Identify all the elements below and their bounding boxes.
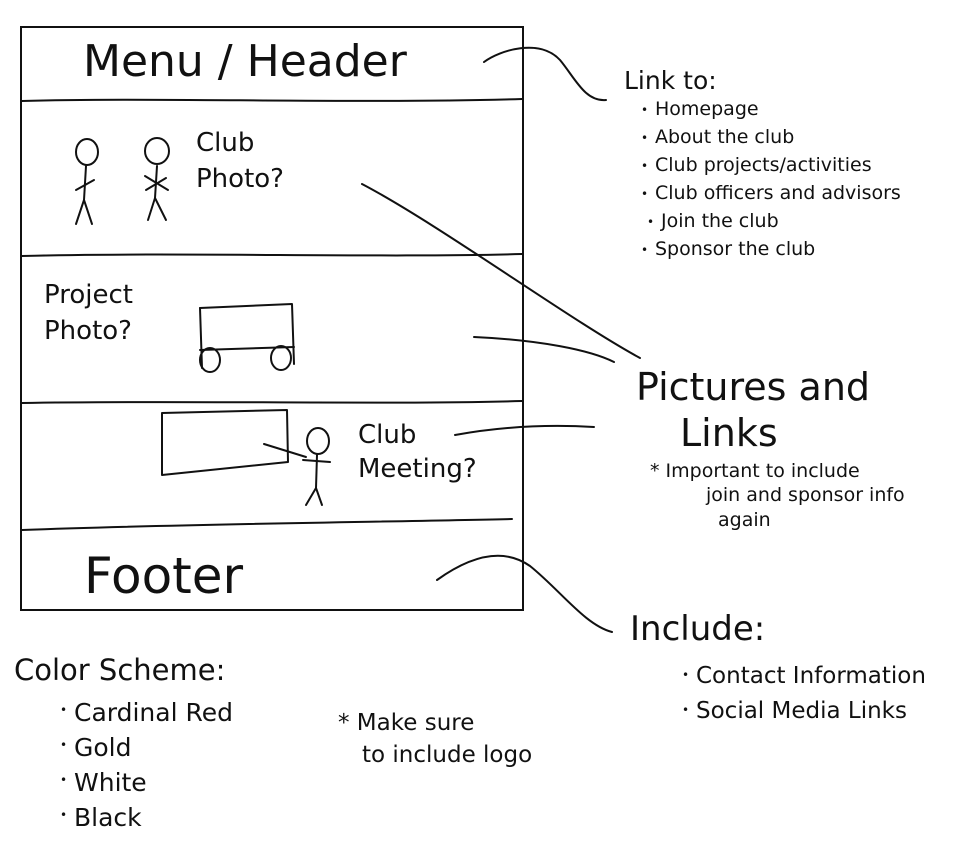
connector-project: [473, 336, 615, 363]
color-scheme-list: Cardinal Red Gold White Black: [60, 700, 233, 830]
color-item-cardinal-red: Cardinal Red: [60, 700, 233, 725]
divider-header: [21, 98, 523, 102]
link-item-officers: Club officers and advisors: [641, 184, 901, 203]
color-item-black: Black: [60, 805, 233, 830]
club-photo-label: Club Photo?: [196, 128, 284, 195]
divider-project: [21, 400, 523, 404]
divider-meeting: [21, 518, 513, 531]
connector-footer: [436, 554, 613, 633]
pictures-title-line2: Links: [680, 411, 778, 455]
link-item-projects: Club projects/activities: [641, 156, 901, 175]
header-label: Menu / Header: [83, 36, 407, 87]
include-list: Contact Information Social Media Links: [682, 665, 926, 723]
connector-header: [483, 46, 607, 102]
link-item-homepage: Homepage: [641, 100, 901, 119]
wagon-drawing: [199, 303, 295, 373]
stick-figure-2: [144, 137, 170, 221]
color-item-gold: Gold: [60, 735, 233, 760]
pictures-note-line1: * Important to include: [650, 460, 860, 482]
pictures-note-line3: again: [718, 509, 771, 531]
connector-club: [361, 183, 641, 359]
pictures-title-line1: Pictures and: [636, 365, 871, 409]
link-to-title: Link to:: [624, 66, 717, 95]
include-item-social: Social Media Links: [682, 700, 926, 723]
logo-note-line2: to include logo: [362, 742, 533, 768]
meeting-drawing: [161, 409, 331, 506]
link-to-list: Homepage About the club Club projects/ac…: [641, 100, 901, 259]
include-item-contact: Contact Information: [682, 665, 926, 688]
include-title: Include:: [630, 609, 766, 649]
color-item-white: White: [60, 770, 233, 795]
wireframe-frame: [20, 26, 524, 611]
link-item-about: About the club: [641, 128, 901, 147]
connector-meeting: [454, 424, 595, 436]
color-scheme-title: Color Scheme:: [14, 653, 226, 687]
stick-figure-1: [75, 138, 99, 225]
club-meeting-label: Club Meeting?: [358, 420, 477, 484]
divider-club: [21, 253, 523, 257]
footer-label: Footer: [84, 547, 244, 605]
link-item-sponsor: Sponsor the club: [641, 240, 901, 259]
link-item-join: Join the club: [647, 212, 907, 231]
pictures-note-line2: join and sponsor info: [706, 484, 905, 506]
logo-note-line1: * Make sure: [338, 710, 475, 736]
project-photo-label: Project Photo?: [44, 280, 133, 347]
